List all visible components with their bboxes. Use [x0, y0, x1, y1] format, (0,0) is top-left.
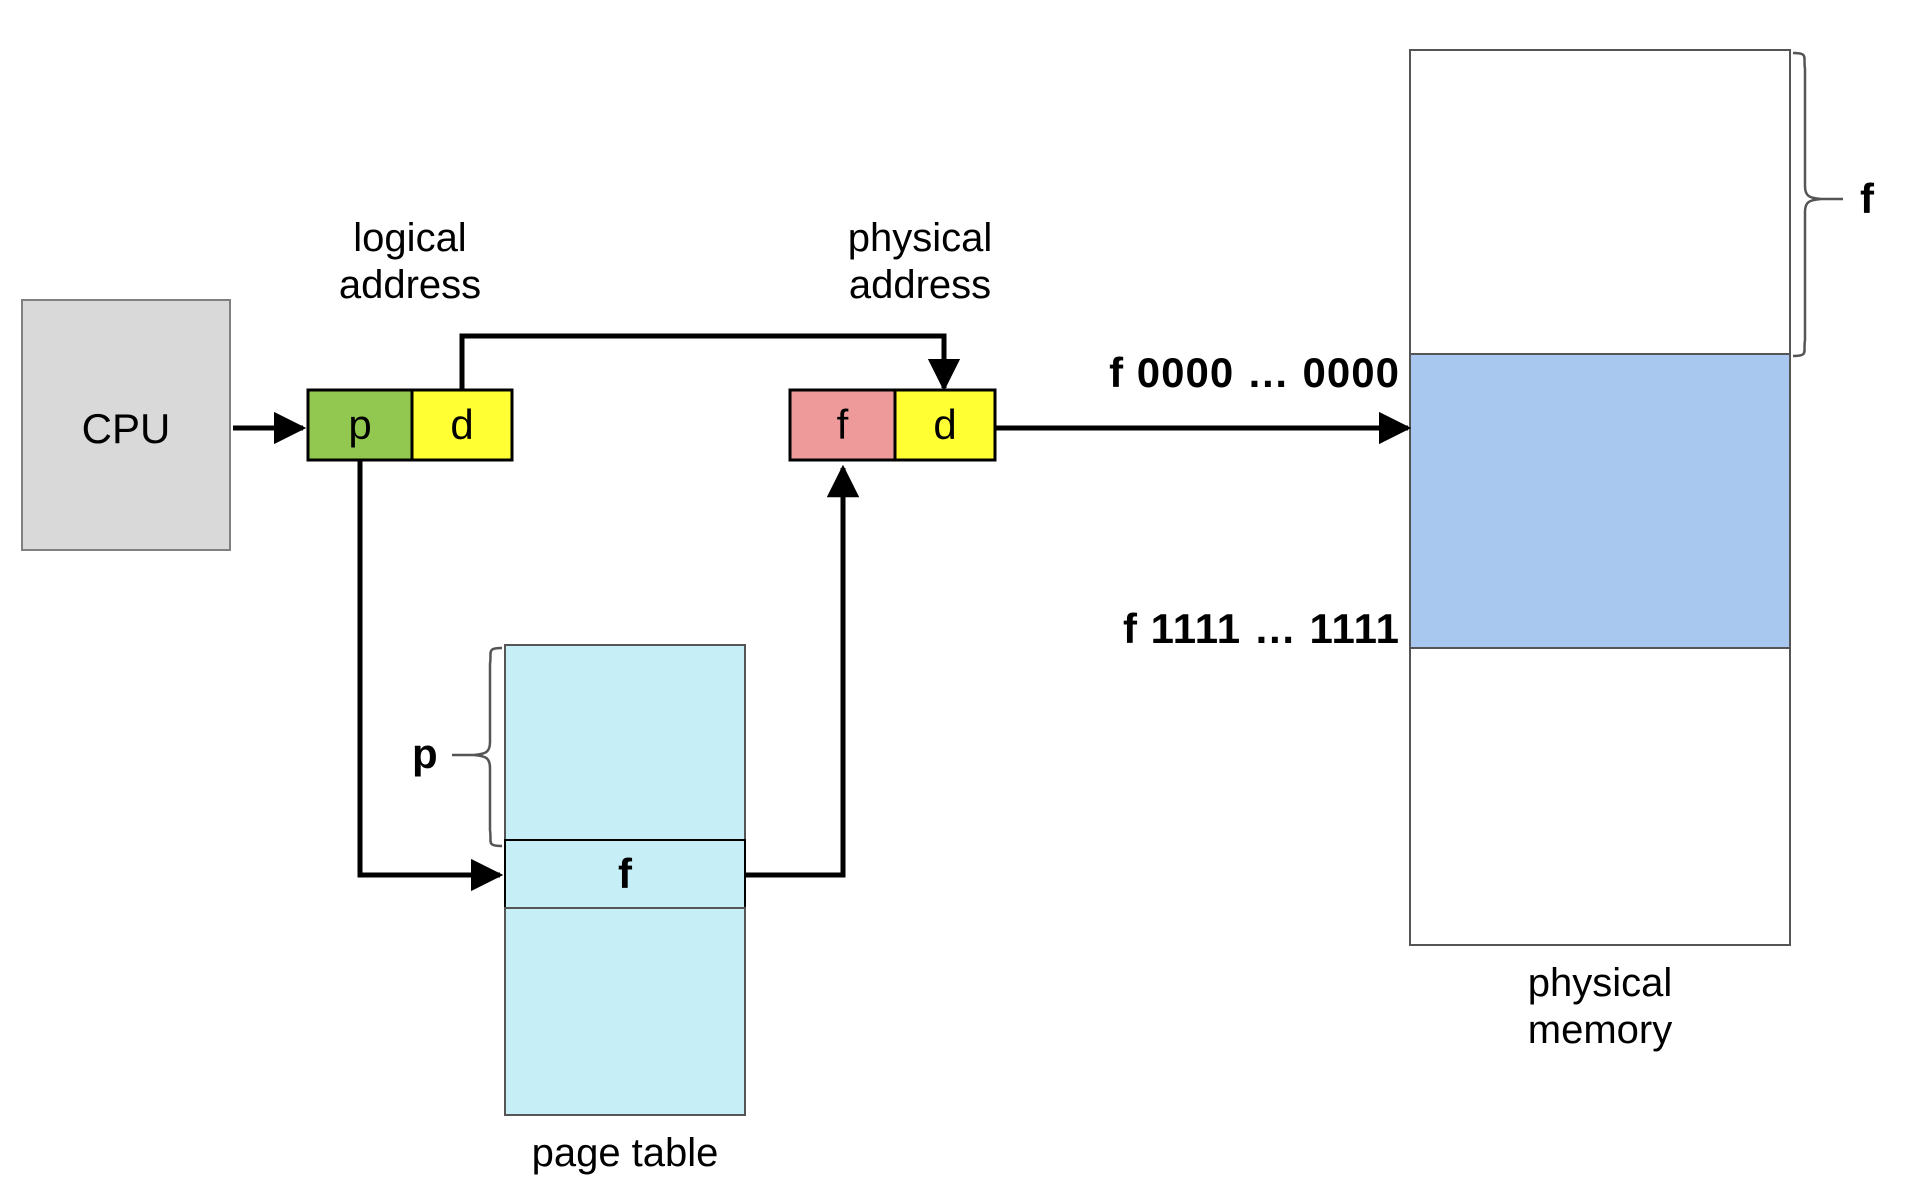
- physical-memory-frame-end-address: f 1111 … 1111: [1123, 605, 1400, 652]
- physical-memory-frame: [1409, 353, 1791, 649]
- physical-memory-frame-brace-label: f: [1860, 175, 1874, 222]
- physical-memory-caption-line2: memory: [1527, 1008, 1673, 1053]
- logical-address-p-label: p: [348, 401, 372, 448]
- physical-memory-frame-brace: [1792, 51, 1822, 358]
- physical-address-d-box: [893, 388, 997, 462]
- logical-address-caption-line2: address: [338, 263, 482, 308]
- page-table-index-brace-label: p: [412, 730, 438, 777]
- logical-address-caption-line1: logical: [353, 216, 467, 260]
- page-table-index-brace: [473, 646, 503, 848]
- offset-passthrough-connector: [459, 333, 961, 392]
- page-table-entry-label: f: [618, 850, 632, 897]
- frame-number-to-physical-address-connector: [745, 464, 860, 878]
- cpu-box: [21, 299, 231, 551]
- logical-address-p-box: [306, 388, 414, 462]
- page-table-entry-row: [504, 839, 746, 909]
- page-table-upper-region: [504, 644, 746, 841]
- physical-address-caption-line1: physical: [847, 216, 993, 260]
- page-number-to-page-table-connector: [357, 460, 504, 892]
- physical-address-f-label: f: [836, 401, 849, 448]
- page-table-lower-region: [504, 907, 746, 1116]
- logical-address-d-label: d: [450, 401, 474, 448]
- physical-memory-caption-line1: physical: [1527, 961, 1673, 1005]
- physical-address-caption-line2: address: [848, 263, 992, 308]
- cpu-label: CPU: [81, 405, 171, 452]
- physical-memory-frame-start-address: f 0000 … 0000: [1109, 349, 1400, 396]
- page-table-caption: page table: [531, 1131, 719, 1175]
- physical-address-d-label: d: [933, 401, 957, 448]
